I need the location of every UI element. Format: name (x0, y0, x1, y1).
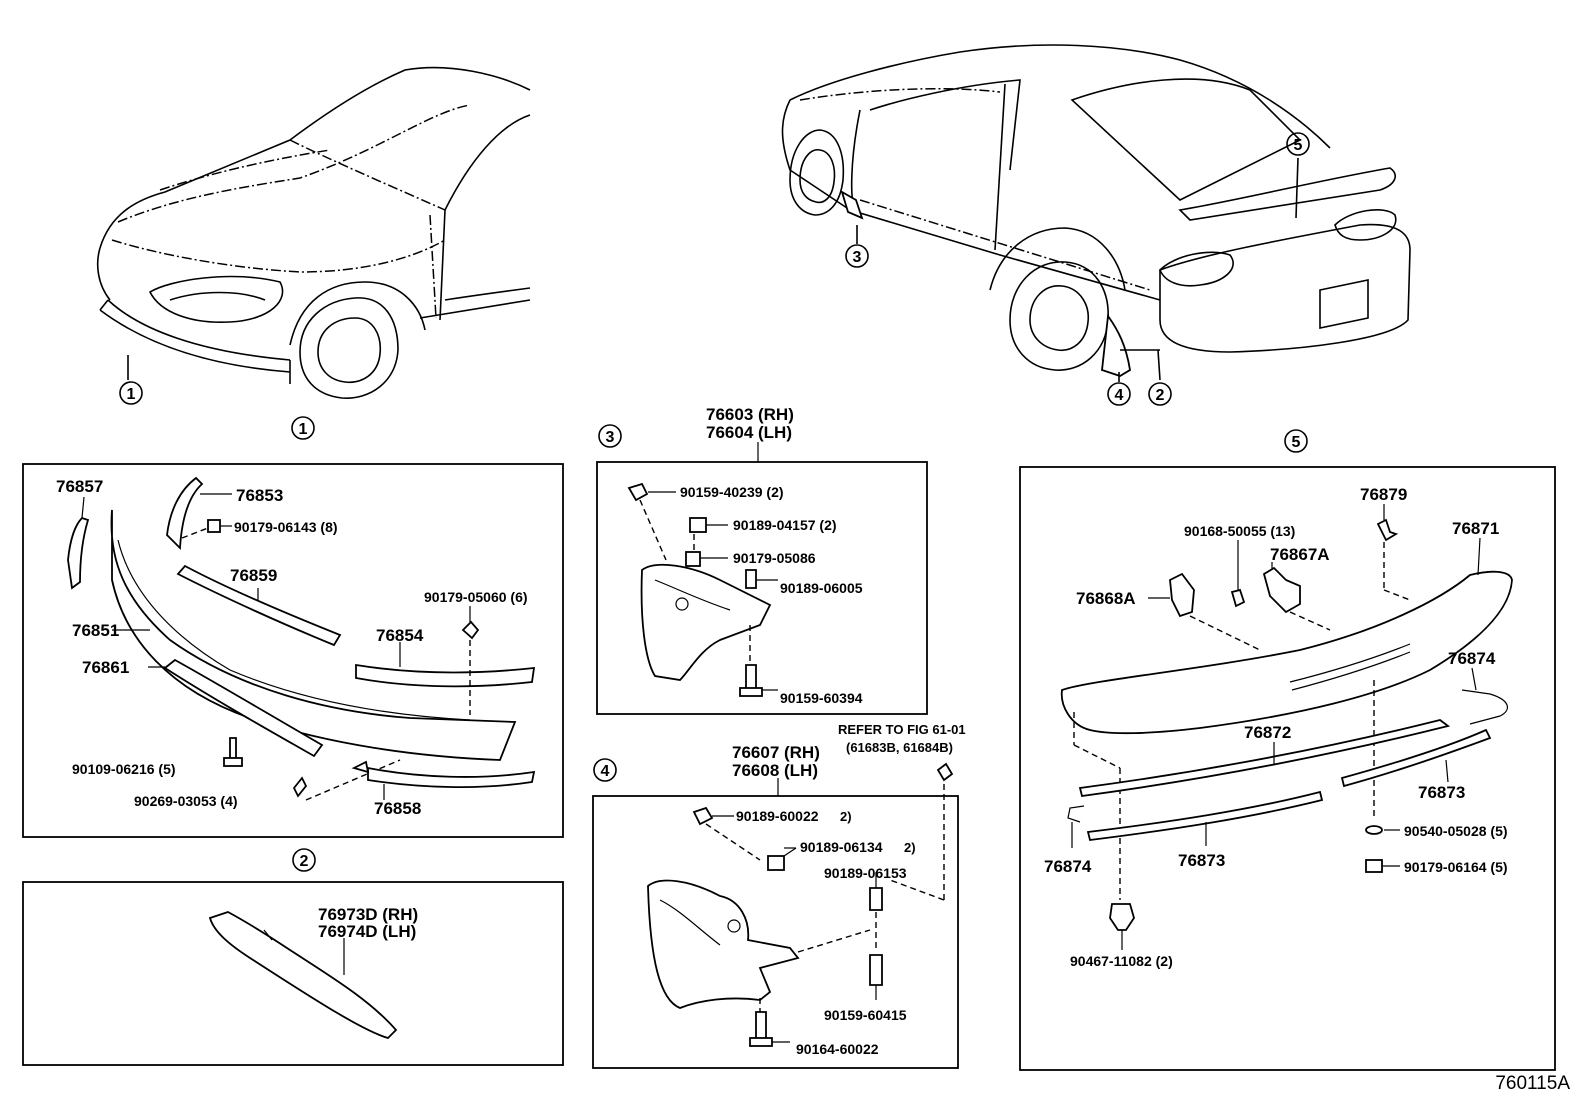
label-90189-06134: 90189-06134 (800, 839, 883, 855)
label-90159-40239: 90159-40239 (2) (680, 484, 784, 500)
section-3-frame (596, 461, 928, 715)
label-76867A: 76867A (1270, 545, 1330, 564)
label-76872: 76872 (1244, 723, 1291, 742)
label-90269-03053: 90269-03053 (4) (134, 793, 238, 809)
callout-2-section: 2 (300, 853, 309, 870)
section-1-labels: 76857 76853 90179-06143 (8) 76859 90179-… (56, 477, 528, 818)
label-90159-60415: 90159-60415 (824, 1007, 907, 1023)
section-1-frame (22, 463, 564, 838)
callout-4-rear: 4 (1115, 387, 1124, 404)
callout-2-rear: 2 (1156, 387, 1165, 404)
label-76608: 76608 (LH) (732, 761, 818, 780)
callout-5-rear: 5 (1294, 137, 1303, 154)
rear-car-illustration (781, 44, 1411, 382)
label-76861: 76861 (82, 658, 129, 677)
label-76879: 76879 (1360, 485, 1407, 504)
label-90164-60022: 90164-60022 (796, 1041, 879, 1057)
section-2-frame (22, 881, 564, 1066)
label-90189-60022-top: 90189-60022 (736, 808, 819, 824)
label-90179-05060: 90179-05060 (6) (424, 589, 528, 605)
label-90168-50055: 90168-50055 (13) (1184, 523, 1295, 539)
label-76873-left: 76873 (1178, 851, 1225, 870)
label-76973D: 76973D (RH) (318, 905, 418, 924)
callout-4-section: 4 (601, 763, 610, 780)
label-90189-06153: 90189-06153 (824, 865, 907, 881)
label-76858: 76858 (374, 799, 421, 818)
label-76874-right: 76874 (1448, 649, 1496, 668)
section-5-frame (1019, 466, 1556, 1071)
label-76603: 76603 (RH) (706, 405, 794, 424)
label-76874-left: 76874 (1044, 857, 1092, 876)
front-car-illustration (96, 66, 531, 399)
section-5-labels: 76879 90168-50055 (13) 76871 76867A 7686… (1044, 485, 1508, 969)
label-76868A: 76868A (1076, 589, 1136, 608)
callout-3-section: 3 (606, 429, 615, 446)
label-90189-60022-qty: 2) (840, 809, 852, 824)
label-90189-06134-qty: 2) (904, 840, 916, 855)
label-76873-right: 76873 (1418, 783, 1465, 802)
section-1-parts (67, 476, 536, 801)
section-5-parts (1060, 504, 1513, 950)
label-90467-11082: 90467-11082 (2) (1070, 953, 1173, 969)
callout-3-rear: 3 (853, 249, 862, 266)
label-76857: 76857 (56, 477, 103, 496)
label-90179-06143: 90179-06143 (8) (234, 519, 338, 535)
callout-markers: 1 1 3 4 2 5 5 3 2 4 (119, 132, 1310, 872)
callout-1-section: 1 (299, 421, 308, 438)
label-76859: 76859 (230, 566, 277, 585)
label-90540-05028: 90540-05028 (5) (1404, 823, 1508, 839)
label-76851: 76851 (72, 621, 119, 640)
label-90189-06005: 90189-06005 (780, 580, 863, 596)
section-4-frame (592, 795, 959, 1069)
section-4-parts (647, 762, 954, 1047)
section-3-parts (627, 442, 778, 697)
section-3-labels: 76603 (RH) 76604 (LH) 90159-40239 (2) 90… (680, 405, 863, 706)
label-90189-04157: 90189-04157 (2) (733, 517, 837, 533)
label-76974D: 76974D (LH) (318, 922, 416, 941)
section-2-labels: 76973D (RH) 76974D (LH) (318, 905, 418, 941)
label-90109-06216: 90109-06216 (5) (72, 761, 176, 777)
label-90179-06164: 90179-06164 (5) (1404, 859, 1508, 875)
label-90179-05086: 90179-05086 (733, 550, 816, 566)
label-76607: 76607 (RH) (732, 743, 820, 762)
label-76604: 76604 (LH) (706, 423, 792, 442)
callout-1-front: 1 (127, 386, 136, 403)
label-76854: 76854 (376, 626, 424, 645)
label-refer-codes: (61683B, 61684B) (846, 740, 953, 755)
drawing-code: 760115A (1495, 1073, 1570, 1094)
label-76871: 76871 (1452, 519, 1499, 538)
label-refer-fig: REFER TO FIG 61-01 (838, 722, 966, 737)
callout-5-section: 5 (1292, 434, 1301, 451)
section-2-parts (208, 911, 398, 1040)
label-90159-60394: 90159-60394 (780, 690, 863, 706)
section-4-labels: REFER TO FIG 61-01 (61683B, 61684B) 7660… (732, 722, 966, 1057)
label-76853: 76853 (236, 486, 283, 505)
